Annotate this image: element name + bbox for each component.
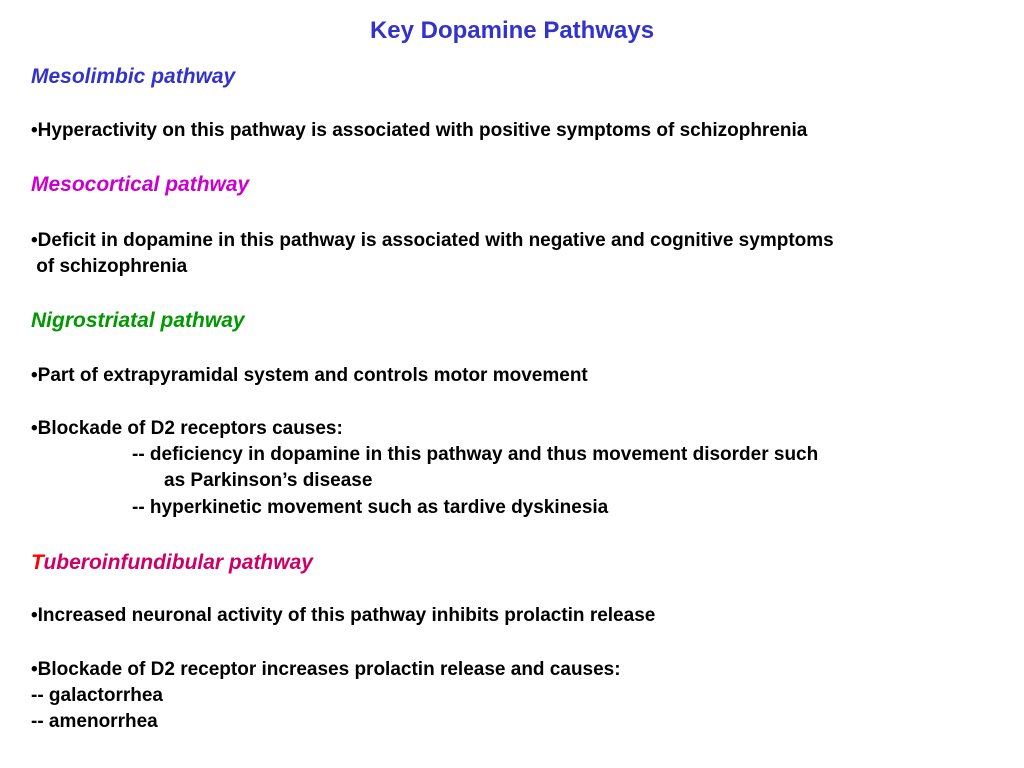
tuberoinfundibular-heading-initial: T — [31, 551, 44, 574]
nigrostriatal-sub-2: -- hyperkinetic movement such as tardive… — [132, 497, 609, 518]
nigrostriatal-bullet-2: •Blockade of D2 receptors causes: — [31, 418, 343, 439]
tuberoinfundibular-bullet-2: •Blockade of D2 receptor increases prola… — [31, 659, 621, 680]
mesocortical-bullet-1-line-1: •Deficit in dopamine in this pathway is … — [31, 230, 834, 251]
nigrostriatal-heading: Nigrostriatal pathway — [31, 309, 245, 332]
mesolimbic-bullet-1: •Hyperactivity on this pathway is associ… — [31, 120, 808, 141]
mesolimbic-heading: Mesolimbic pathway — [31, 65, 236, 88]
tuberoinfundibular-sub-2: -- amenorrhea — [31, 711, 158, 732]
nigrostriatal-bullet-1: •Part of extrapyramidal system and contr… — [31, 365, 588, 386]
mesocortical-heading: Mesocortical pathway — [31, 173, 250, 196]
tuberoinfundibular-heading: Tuberoinfundibular pathway — [31, 550, 313, 576]
nigrostriatal-sub-1-line-1: -- deficiency in dopamine in this pathwa… — [132, 444, 819, 465]
tuberoinfundibular-bullet-1: •Increased neuronal activity of this pat… — [31, 605, 656, 626]
tuberoinfundibular-sub-1: -- galactorrhea — [31, 685, 163, 706]
mesocortical-bullet-1-line-2: of schizophrenia — [31, 256, 188, 277]
nigrostriatal-sub-1-line-2: as Parkinson’s disease — [164, 470, 373, 491]
tuberoinfundibular-heading-rest: uberoinfundibular pathway — [43, 551, 313, 574]
slide-title: Key Dopamine Pathways — [369, 17, 655, 44]
